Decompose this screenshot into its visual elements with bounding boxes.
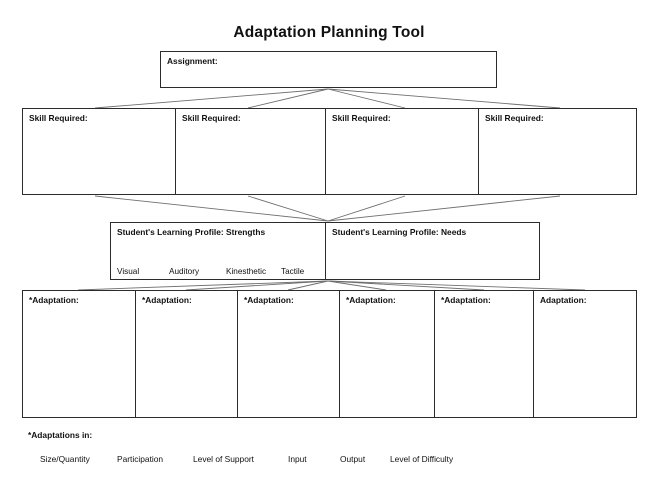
adaptation-label-5: *Adaptation: [441,295,491,305]
connector-assignment-skill-2 [247,88,329,109]
connector-profile-adaptation-6 [327,280,586,291]
adaptation-label-6: Adaptation: [540,295,587,305]
adaptation-cell-5[interactable]: *Adaptation: [435,291,534,417]
skill-required-label-3: Skill Required: [332,113,391,123]
modality-auditory: Auditory [169,267,200,276]
assignment-label: Assignment: [167,56,218,66]
adaptation-cell-3[interactable]: *Adaptation: [238,291,340,417]
footer-item-input: Input [288,454,307,464]
footer-legend-items: Size/Quantity Participation Level of Sup… [0,454,658,470]
modality-kinesthetic: Kinesthetic [226,267,267,276]
skill-required-label-1: Skill Required: [29,113,88,123]
connector-profile-adaptation-5 [327,280,485,291]
footer-item-level-of-support: Level of Support [193,454,254,464]
adaptation-row: *Adaptation: *Adaptation: *Adaptation: *… [22,290,637,418]
learning-profile-strengths-cell[interactable]: Student's Learning Profile: Strengths Vi… [111,223,326,279]
footer-item-level-of-difficulty: Level of Difficulty [390,454,454,464]
connector-profile-adaptation-1 [77,280,329,291]
adaptation-cell-1[interactable]: *Adaptation: [23,291,136,417]
skill-required-cell-4[interactable]: Skill Required: [479,109,638,194]
assignment-box[interactable]: Assignment: [160,51,497,88]
skill-required-label-4: Skill Required: [485,113,544,123]
connector-skill-2-profile [247,195,329,222]
learning-profile-row: Student's Learning Profile: Strengths Vi… [110,222,540,280]
footer-item-participation: Participation [117,454,164,464]
skill-required-label-2: Skill Required: [182,113,241,123]
adaptation-cell-2[interactable]: *Adaptation: [136,291,238,417]
adaptation-label-4: *Adaptation: [346,295,396,305]
learning-profile-needs-cell[interactable]: Student's Learning Profile: Needs [326,223,541,279]
connector-assignment-skill-1 [94,88,329,109]
learning-modalities: Visual Auditory Kinesthetic Tactile [117,267,327,276]
adaptation-cell-6[interactable]: Adaptation: [534,291,638,417]
modality-visual: Visual [117,267,140,276]
connector-profile-adaptation-2 [185,280,329,291]
learning-profile-needs-label: Student's Learning Profile: Needs [332,227,467,237]
footer-legend-title: *Adaptations in: [28,430,93,440]
connector-assignment-skill-3 [327,88,406,109]
connector-skill-4-profile [327,195,561,222]
skill-required-cell-2[interactable]: Skill Required: [176,109,326,194]
adaptation-label-2: *Adaptation: [142,295,192,305]
connector-profile-adaptation-4 [327,280,387,291]
adaptation-label-3: *Adaptation: [244,295,294,305]
connector-skill-1-profile [94,195,329,222]
footer-item-output: Output [340,454,366,464]
page-title: Adaptation Planning Tool [233,24,425,41]
connector-assignment-skill-4 [327,88,561,109]
skill-required-cell-3[interactable]: Skill Required: [326,109,479,194]
adaptation-cell-4[interactable]: *Adaptation: [340,291,435,417]
modality-tactile: Tactile [281,267,305,276]
connector-skill-3-profile [327,195,406,222]
skill-required-row: Skill Required: Skill Required: Skill Re… [22,108,637,195]
adaptation-label-1: *Adaptation: [29,295,79,305]
connector-profile-adaptation-3 [287,280,329,291]
footer-item-size-quantity: Size/Quantity [40,454,90,464]
skill-required-cell-1[interactable]: Skill Required: [23,109,176,194]
learning-profile-strengths-label: Student's Learning Profile: Strengths [117,227,266,237]
